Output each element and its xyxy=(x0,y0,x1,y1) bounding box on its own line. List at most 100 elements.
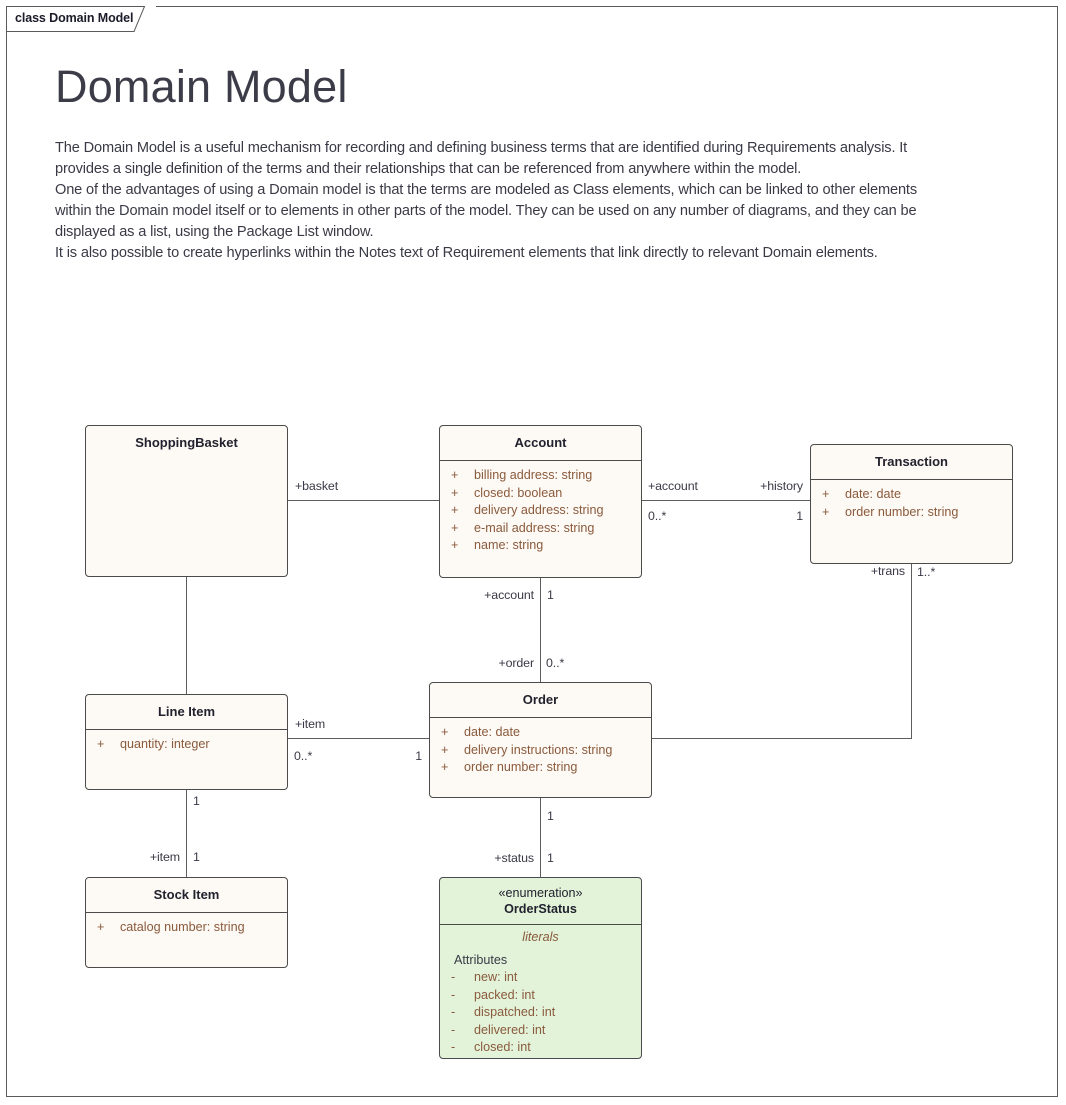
literal-text: delivered: int xyxy=(474,1022,546,1037)
connector-order-orderstatus xyxy=(540,798,541,877)
literal-row: - new: int xyxy=(440,969,641,987)
attribute-row: + name: string xyxy=(440,537,641,555)
literal-visibility: - xyxy=(451,970,456,984)
connector-label-item-mult-left: 0..* xyxy=(294,749,313,763)
diagram-frame xyxy=(6,6,1058,1097)
enumeration-box-orderstatus[interactable]: «enumeration» OrderStatus literals Attri… xyxy=(439,877,642,1059)
class-box-account[interactable]: Account + billing address: string + clos… xyxy=(439,425,642,578)
attribute-text: order number: string xyxy=(845,504,959,519)
literal-row: - closed: int xyxy=(440,1039,641,1057)
attribute-text: billing address: string xyxy=(474,468,593,482)
connector-basket-lineitem xyxy=(186,577,187,694)
class-name-stockitem: Stock Item xyxy=(153,887,220,902)
attribute-visibility: + xyxy=(451,485,459,500)
attribute-row: + delivery instructions: string xyxy=(430,742,651,760)
attributes-group-label: Attributes xyxy=(454,953,508,967)
attribute-text: delivery instructions: string xyxy=(464,742,613,757)
connector-account-transaction xyxy=(642,500,810,501)
connector-label-status-role: +status xyxy=(494,851,534,865)
literals-section-label: literals xyxy=(522,930,559,944)
literal-text: new: int xyxy=(474,970,518,984)
connector-label-account-role-horizontal: +account xyxy=(648,479,698,493)
connector-label-status-mult-top: 1 xyxy=(547,809,554,823)
connector-label-item-mult-right: 1 xyxy=(415,749,422,763)
connector-label-account-role-vertical: +account xyxy=(484,588,534,602)
diagram-frame-tab: class Domain Model xyxy=(6,6,156,32)
class-attributes-lineitem: + quantity: integer xyxy=(86,729,287,754)
connector-label-account-mult-vertical: 1 xyxy=(547,588,554,602)
attribute-text: e-mail address: string xyxy=(474,520,595,535)
class-name-account: Account xyxy=(514,435,567,450)
connector-transaction-order-vertical xyxy=(911,564,912,738)
class-attributes-stockitem: + catalog number: string xyxy=(86,912,287,937)
connector-lineitem-stockitem xyxy=(186,790,187,877)
connector-label-trans-mult: 1..* xyxy=(917,565,936,579)
attribute-text: date: date xyxy=(464,725,521,739)
attribute-visibility: + xyxy=(822,487,830,501)
literal-row: - delivered: int xyxy=(440,1022,641,1040)
connector-label-status-mult-bottom: 1 xyxy=(547,851,554,865)
connector-label-item-mult-stock: 1 xyxy=(193,850,200,864)
literal-row: - dispatched: int xyxy=(440,1004,641,1022)
class-box-order[interactable]: Order + date: date + delivery instructio… xyxy=(429,682,652,798)
class-attributes-transaction: + date: date + order number: string xyxy=(811,479,1012,521)
attribute-text: catalog number: string xyxy=(120,920,245,934)
literal-visibility: - xyxy=(451,1005,456,1019)
description-paragraph-1: The Domain Model is a useful mechanism f… xyxy=(55,140,908,177)
literal-text: dispatched: int xyxy=(474,1005,556,1019)
class-box-transaction[interactable]: Transaction + date: date + order number:… xyxy=(810,444,1013,564)
enumeration-name-orderstatus: OrderStatus xyxy=(504,902,577,916)
attribute-text: name: string xyxy=(474,538,544,552)
connector-label-lineitem-stock-mult-top: 1 xyxy=(193,794,200,808)
class-name-transaction: Transaction xyxy=(875,454,948,469)
description-text: The Domain Model is a useful mechanism f… xyxy=(55,138,955,264)
frame-tab-shape xyxy=(6,6,146,32)
attribute-row: + order number: string xyxy=(811,504,1012,522)
attribute-text: quantity: integer xyxy=(120,737,210,751)
connector-transaction-order-horizontal xyxy=(652,738,912,739)
attribute-row: + closed: boolean xyxy=(440,485,641,503)
attribute-visibility: + xyxy=(97,737,105,751)
class-box-lineitem[interactable]: Line Item + quantity: integer xyxy=(85,694,288,790)
class-attributes-account: + billing address: string + closed: bool… xyxy=(440,460,641,555)
connector-account-order xyxy=(540,578,541,682)
attribute-visibility: + xyxy=(822,504,830,519)
class-box-shoppingbasket[interactable]: ShoppingBasket xyxy=(85,425,288,577)
connector-label-order-role: +order xyxy=(498,656,534,670)
attribute-text: order number: string xyxy=(464,760,578,774)
class-box-stockitem[interactable]: Stock Item + catalog number: string xyxy=(85,877,288,968)
attribute-row: + date: date xyxy=(811,486,1012,504)
connector-label-order-mult: 0..* xyxy=(546,656,565,670)
class-attributes-order: + date: date + delivery instructions: st… xyxy=(430,717,651,777)
literal-text: packed: int xyxy=(474,987,535,1002)
attribute-visibility: + xyxy=(451,503,459,517)
attribute-row: + delivery address: string xyxy=(440,502,641,520)
attribute-text: delivery address: string xyxy=(474,503,604,517)
description-paragraph-3: It is also possible to create hyperlinks… xyxy=(55,245,878,261)
class-name-shoppingbasket: ShoppingBasket xyxy=(135,435,238,450)
attribute-visibility: + xyxy=(451,468,459,482)
connector-basket-account xyxy=(288,500,440,501)
connector-label-account-mult-horizontal: 0..* xyxy=(648,509,667,523)
enumeration-literals-compartment: literals Attributes - new: int - packed:… xyxy=(440,924,641,1057)
class-name-lineitem: Line Item xyxy=(157,704,216,719)
attribute-row: + quantity: integer xyxy=(86,736,287,754)
literal-visibility: - xyxy=(451,987,456,1002)
attribute-row: + e-mail address: string xyxy=(440,520,641,538)
frame-tab-label: class Domain Model xyxy=(15,11,134,25)
attribute-visibility: + xyxy=(441,742,449,757)
attribute-visibility: + xyxy=(451,520,459,535)
connector-label-item-role-order: +item xyxy=(295,717,326,731)
attribute-visibility: + xyxy=(97,920,105,934)
connector-label-history-role: +history xyxy=(760,479,803,493)
enumeration-stereotype: «enumeration» xyxy=(498,886,583,900)
connector-lineitem-order xyxy=(288,738,430,739)
literal-text: closed: int xyxy=(474,1040,531,1054)
attribute-row: + order number: string xyxy=(430,759,651,777)
connector-label-item-role-stock: +item xyxy=(149,850,180,864)
literal-visibility: - xyxy=(451,1040,456,1054)
connector-label-trans-role: +trans xyxy=(870,564,905,578)
literal-visibility: - xyxy=(451,1022,456,1037)
attribute-text: closed: boolean xyxy=(474,485,563,500)
